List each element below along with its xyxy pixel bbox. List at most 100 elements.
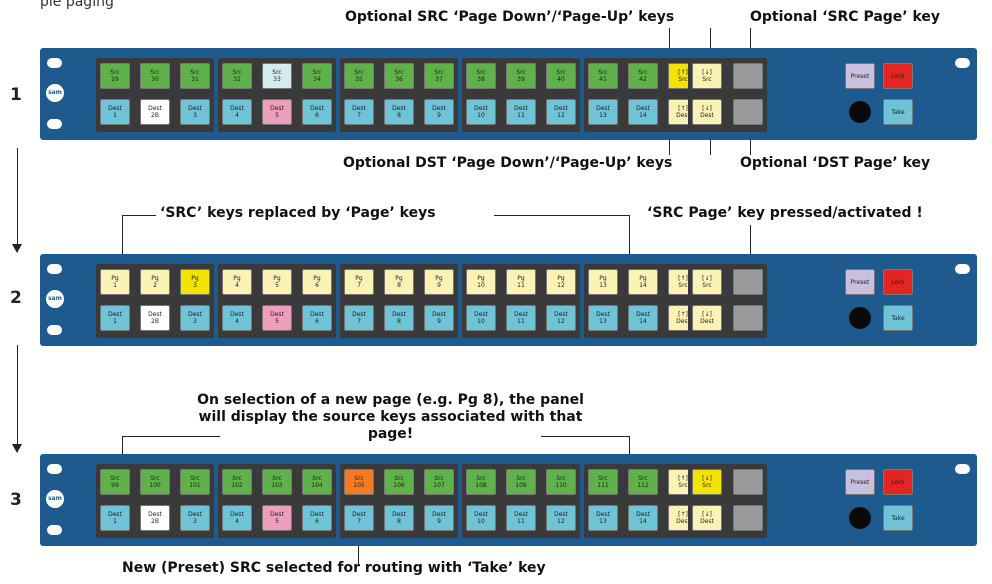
source-key[interactable]: Src 100 [140,469,170,495]
destination-key[interactable]: Dest 4 [222,505,252,531]
source-key[interactable]: Pg 9 [424,269,454,295]
source-key[interactable]: [↑] Src [668,269,698,295]
destination-key[interactable]: Dest 13 [588,305,618,331]
destination-key[interactable]: [↓] Dest [692,505,722,531]
source-key[interactable]: Pg 5 [262,269,292,295]
destination-key[interactable]: [↓] Dest [692,99,722,125]
destination-key[interactable] [733,505,763,531]
destination-key[interactable] [733,305,763,331]
destination-key[interactable]: Dest 6 [302,99,332,125]
destination-key[interactable]: Dest 2B [140,99,170,125]
source-key[interactable]: Pg 14 [628,269,658,295]
destination-key[interactable]: Dest 2B [140,505,170,531]
source-key[interactable]: Src 33 [262,63,292,89]
destination-key[interactable]: Dest 14 [628,505,658,531]
destination-key[interactable]: Dest 1 [100,305,130,331]
source-key[interactable]: Src 107 [424,469,454,495]
destination-key[interactable]: Dest 12 [546,99,576,125]
source-key[interactable] [733,469,763,495]
source-key[interactable]: Src 39 [506,63,536,89]
source-key[interactable]: Pg 11 [506,269,536,295]
destination-key[interactable] [733,99,763,125]
preset-button[interactable]: Preset [845,269,875,295]
source-key[interactable]: Pg 4 [222,269,252,295]
destination-key[interactable]: Dest 3 [180,305,210,331]
source-key[interactable]: Src 32 [222,63,252,89]
source-key[interactable]: Src 34 [302,63,332,89]
source-key[interactable]: [↓] Src [692,269,722,295]
destination-key[interactable]: Dest 3 [180,99,210,125]
source-key[interactable]: Src 106 [384,469,414,495]
source-key[interactable]: Src 104 [302,469,332,495]
source-key[interactable]: Pg 12 [546,269,576,295]
destination-key[interactable]: Dest 12 [546,505,576,531]
rotary-knob[interactable] [849,101,871,123]
destination-key[interactable]: Dest 10 [466,99,496,125]
destination-key[interactable]: Dest 13 [588,99,618,125]
destination-key[interactable]: Dest 10 [466,505,496,531]
destination-key[interactable]: Dest 9 [424,505,454,531]
source-key[interactable]: Pg 1 [100,269,130,295]
destination-key[interactable]: Dest 12 [546,305,576,331]
source-key[interactable]: Src 37 [424,63,454,89]
rotary-knob[interactable] [849,307,871,329]
destination-key[interactable]: Dest 9 [424,305,454,331]
source-key[interactable]: Src 111 [588,469,618,495]
lock-button[interactable]: Lock [883,469,913,495]
source-key[interactable]: Src 36 [384,63,414,89]
source-key[interactable]: Src 105 [344,469,374,495]
destination-key[interactable]: Dest 7 [344,505,374,531]
destination-key[interactable]: Dest 5 [262,505,292,531]
take-button[interactable]: Take [883,99,913,125]
destination-key[interactable]: Dest 5 [262,99,292,125]
destination-key[interactable]: Dest 13 [588,505,618,531]
destination-key[interactable]: Dest 14 [628,99,658,125]
destination-key[interactable]: Dest 14 [628,305,658,331]
source-key[interactable]: Pg 10 [466,269,496,295]
destination-key[interactable]: Dest 11 [506,505,536,531]
lock-button[interactable]: Lock [883,269,913,295]
destination-key[interactable]: Dest 1 [100,99,130,125]
source-key[interactable]: Src 31 [180,63,210,89]
source-key[interactable]: Src 40 [546,63,576,89]
source-key[interactable]: Pg 3 [180,269,210,295]
source-key[interactable]: Src 35 [344,63,374,89]
source-key[interactable] [733,269,763,295]
destination-key[interactable]: Dest 9 [424,99,454,125]
source-key[interactable]: Pg 8 [384,269,414,295]
destination-key[interactable]: Dest 11 [506,99,536,125]
preset-button[interactable]: Preset [845,63,875,89]
destination-key[interactable]: Dest 2B [140,305,170,331]
destination-key[interactable]: Dest 4 [222,305,252,331]
destination-key[interactable]: Dest 8 [384,305,414,331]
destination-key[interactable]: Dest 10 [466,305,496,331]
destination-key[interactable]: Dest 5 [262,305,292,331]
source-key[interactable]: Pg 7 [344,269,374,295]
source-key[interactable]: Src 42 [628,63,658,89]
source-key[interactable]: Src 108 [466,469,496,495]
destination-key[interactable]: Dest 8 [384,99,414,125]
source-key[interactable]: Src 99 [100,469,130,495]
take-button[interactable]: Take [883,505,913,531]
destination-key[interactable]: [↑] Dest [668,305,698,331]
destination-key[interactable]: Dest 1 [100,505,130,531]
rotary-knob[interactable] [849,507,871,529]
lock-button[interactable]: Lock [883,63,913,89]
source-key[interactable]: Src 103 [262,469,292,495]
source-key[interactable]: Src 29 [100,63,130,89]
source-key[interactable]: Src 38 [466,63,496,89]
source-key[interactable]: [↓] Src [692,63,722,89]
destination-key[interactable]: Dest 8 [384,505,414,531]
preset-button[interactable]: Preset [845,469,875,495]
source-key[interactable]: Pg 6 [302,269,332,295]
destination-key[interactable]: Dest 7 [344,99,374,125]
destination-key[interactable]: Dest 4 [222,99,252,125]
source-key[interactable]: Src 101 [180,469,210,495]
source-key[interactable]: Pg 2 [140,269,170,295]
source-key[interactable]: Src 110 [546,469,576,495]
source-key[interactable]: [↓] Src [692,469,722,495]
source-key[interactable] [733,63,763,89]
destination-key[interactable]: Dest 11 [506,305,536,331]
source-key[interactable]: Src 30 [140,63,170,89]
destination-key[interactable]: [↓] Dest [692,305,722,331]
